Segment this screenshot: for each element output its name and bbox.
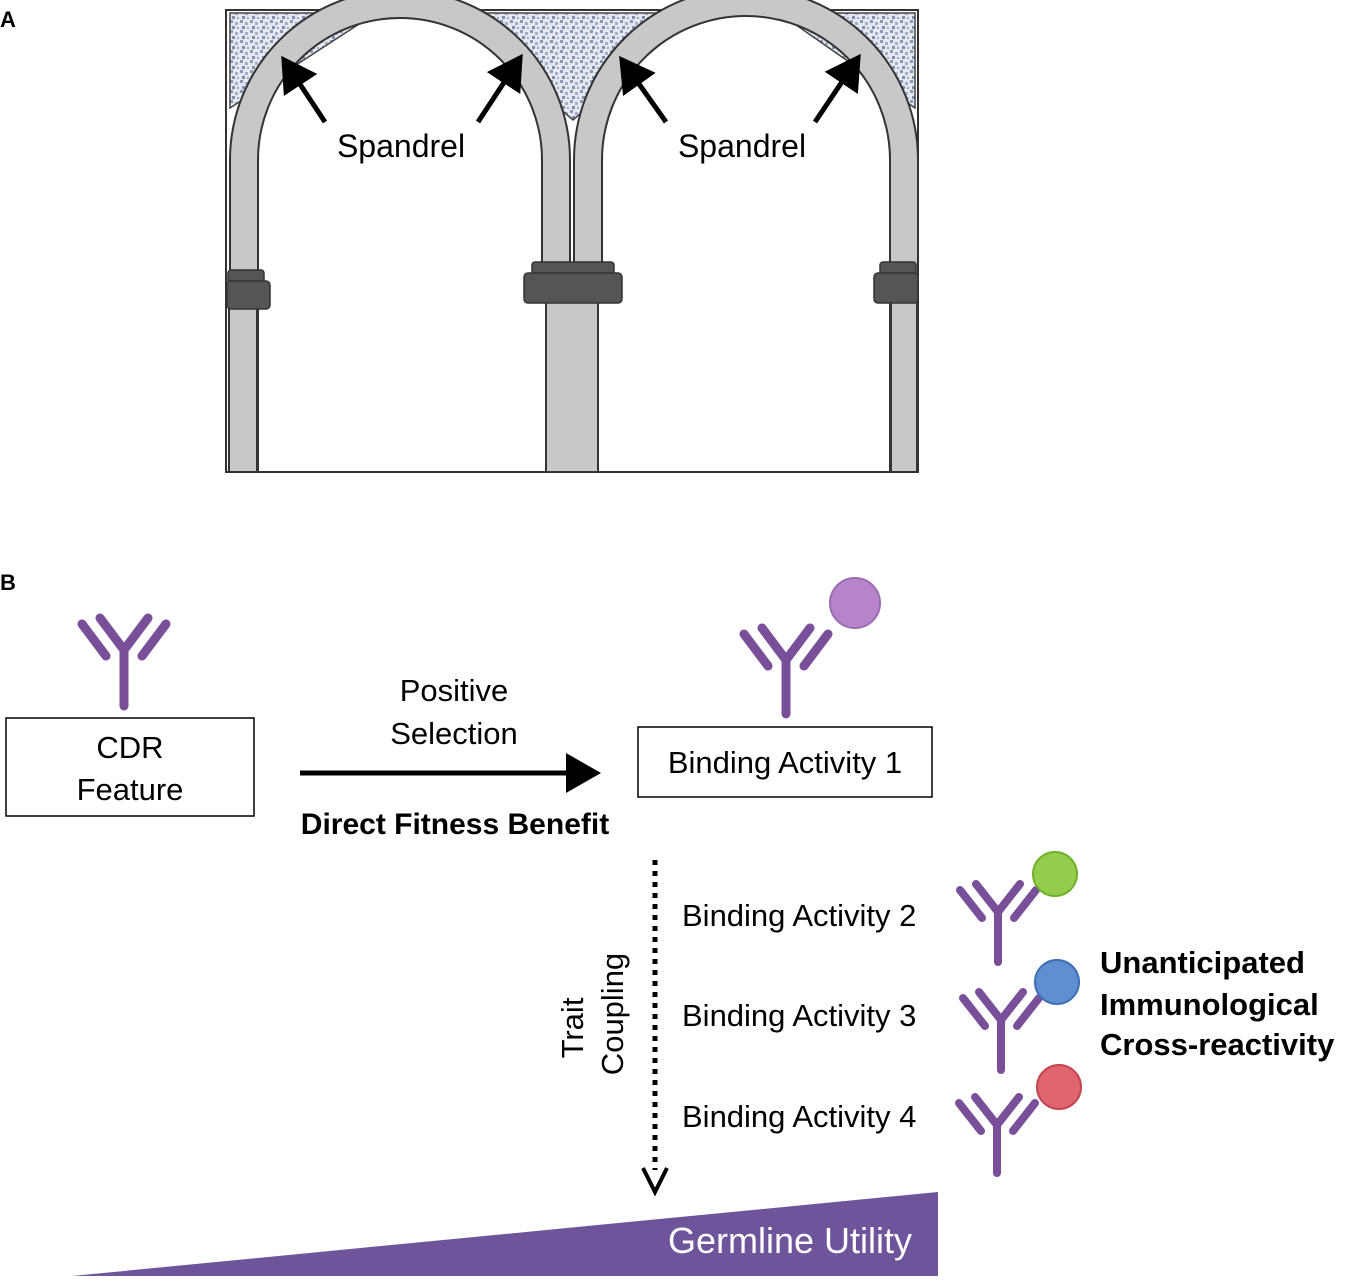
cdr-feature-box [5,717,255,817]
binding-activity-2-label: Binding Activity 2 [682,898,916,933]
antibody-icon-ba2 [956,880,1040,966]
capital-left [226,280,271,310]
center-column [545,297,599,473]
panel-b-label: B [0,570,16,595]
capital-center [523,272,623,304]
binding-activity-4-label: Binding Activity 4 [682,1099,916,1134]
ligand-2 [1032,851,1078,897]
spandrel-arrow-4 [812,53,861,124]
selection-line2: Selection [390,716,518,751]
direct-benefit-text: Direct Fitness Benefit [301,808,609,841]
antibody-icon-ba4 [955,1093,1039,1177]
panel-a-label: A [0,7,16,32]
spandrel-arrow-2 [475,53,523,124]
spandrel-label-right: Spandrel [678,128,806,164]
trait-coupling-line1: Trait [555,997,590,1058]
spandrel-arrow-1 [281,55,328,124]
selection-line1: Positive [400,673,509,708]
capital-right [873,272,919,304]
spandrel-arrow-3 [619,55,669,124]
cross-reactivity-line1: Unanticipated [1100,945,1305,980]
arch-illustration: Spandrel Spandrel [225,0,919,473]
binding-activity-3-label: Binding Activity 3 [682,998,916,1033]
right-column [890,299,918,473]
arch-left-fill [231,0,569,472]
left-column [228,299,258,473]
ligand-4 [1036,1064,1082,1110]
binding-activity-1-box [637,726,933,798]
arch-right-fill [575,0,917,472]
binding-activity-1-label: Binding Activity 1 [668,745,902,780]
ligand-1 [829,577,881,629]
trait-coupling-arrowhead [641,1167,669,1197]
cross-reactivity-line2: Immunological [1100,987,1319,1022]
germline-utility-wedge [72,1192,938,1276]
cdr-line2: Feature [77,772,184,807]
cross-reactivity-line3: Cross-reactivity [1100,1027,1335,1062]
spandrel-label-left: Spandrel [337,128,465,164]
cdr-line1: CDR [96,730,163,765]
antibody-icon-cdr [77,613,171,711]
trait-coupling-line2: Coupling [595,953,630,1075]
germline-utility-label: Germline Utility [668,1220,912,1261]
antibody-icon-ba3 [959,988,1043,1074]
ligand-3 [1034,959,1080,1005]
antibody-icon-ba1 [739,623,833,719]
